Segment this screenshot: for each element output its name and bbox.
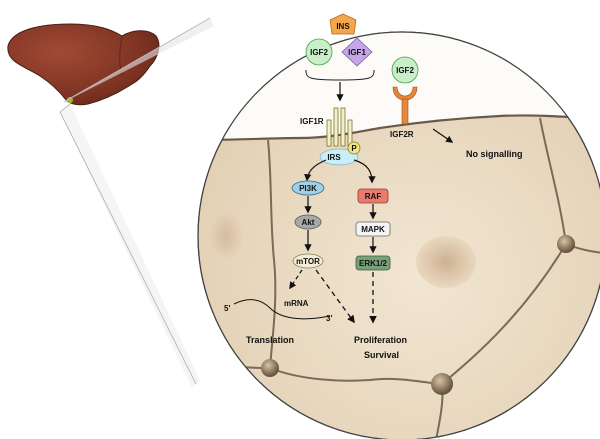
mrna-strand	[233, 299, 331, 320]
mtor-label: mTOR	[296, 257, 320, 266]
mapk-label: MAPK	[361, 225, 385, 234]
ins-ligand: INS	[329, 13, 357, 35]
no-signalling-label: No signalling	[466, 149, 523, 159]
igf2r-label: IGF2R	[390, 130, 414, 139]
zoom-cone	[59, 17, 214, 388]
pi3k-node: PI3K	[291, 180, 325, 196]
arrow-mtor-to-proliferation	[315, 269, 355, 324]
igf1-label: IGF1	[348, 48, 366, 57]
mtor-node: mTOR	[292, 253, 324, 269]
mrna-five-prime: 5'	[224, 304, 230, 313]
igf1r-receptor	[326, 107, 353, 147]
akt-label: Akt	[302, 218, 315, 227]
arrow-mtor-to-mrna	[289, 269, 303, 290]
raf-node: RAF	[357, 188, 389, 204]
raf-label: RAF	[365, 192, 382, 201]
arrow-igf2r-to-no-signalling	[432, 128, 454, 143]
translation-label: Translation	[246, 335, 294, 345]
irs-node: IRS	[319, 148, 359, 166]
ligand-bracket	[305, 69, 375, 81]
phosphate-marker: P	[347, 141, 361, 155]
cell-membrane	[198, 114, 600, 142]
erk-node: ERK1/2	[355, 255, 391, 271]
erk-label: ERK1/2	[359, 259, 388, 268]
igf2-ligand-top: IGF2	[305, 38, 333, 66]
igf1r-label: IGF1R	[300, 117, 324, 126]
pi3k-label: PI3K	[299, 184, 317, 193]
mrna-label: mRNA	[284, 299, 309, 308]
igf1-ligand: IGF1	[341, 37, 373, 67]
irs-label: IRS	[327, 153, 341, 162]
igf2r-receptor	[392, 86, 418, 125]
magnified-cell	[197, 31, 600, 439]
igf2-ligand-right: IGF2	[391, 56, 419, 84]
arrow-irs-to-raf	[353, 159, 376, 184]
arrow-irs-to-pi3k	[304, 159, 327, 182]
akt-node: Akt	[294, 214, 322, 230]
igf2-top-label: IGF2	[310, 48, 328, 57]
phosphate-label: P	[351, 144, 357, 153]
mapk-node: MAPK	[355, 221, 391, 237]
mrna-three-prime: 3'	[326, 314, 332, 323]
proliferation-label: Proliferation	[354, 335, 407, 345]
survival-label: Survival	[364, 350, 399, 360]
ins-label: INS	[336, 22, 350, 31]
igf2-right-label: IGF2	[396, 66, 414, 75]
